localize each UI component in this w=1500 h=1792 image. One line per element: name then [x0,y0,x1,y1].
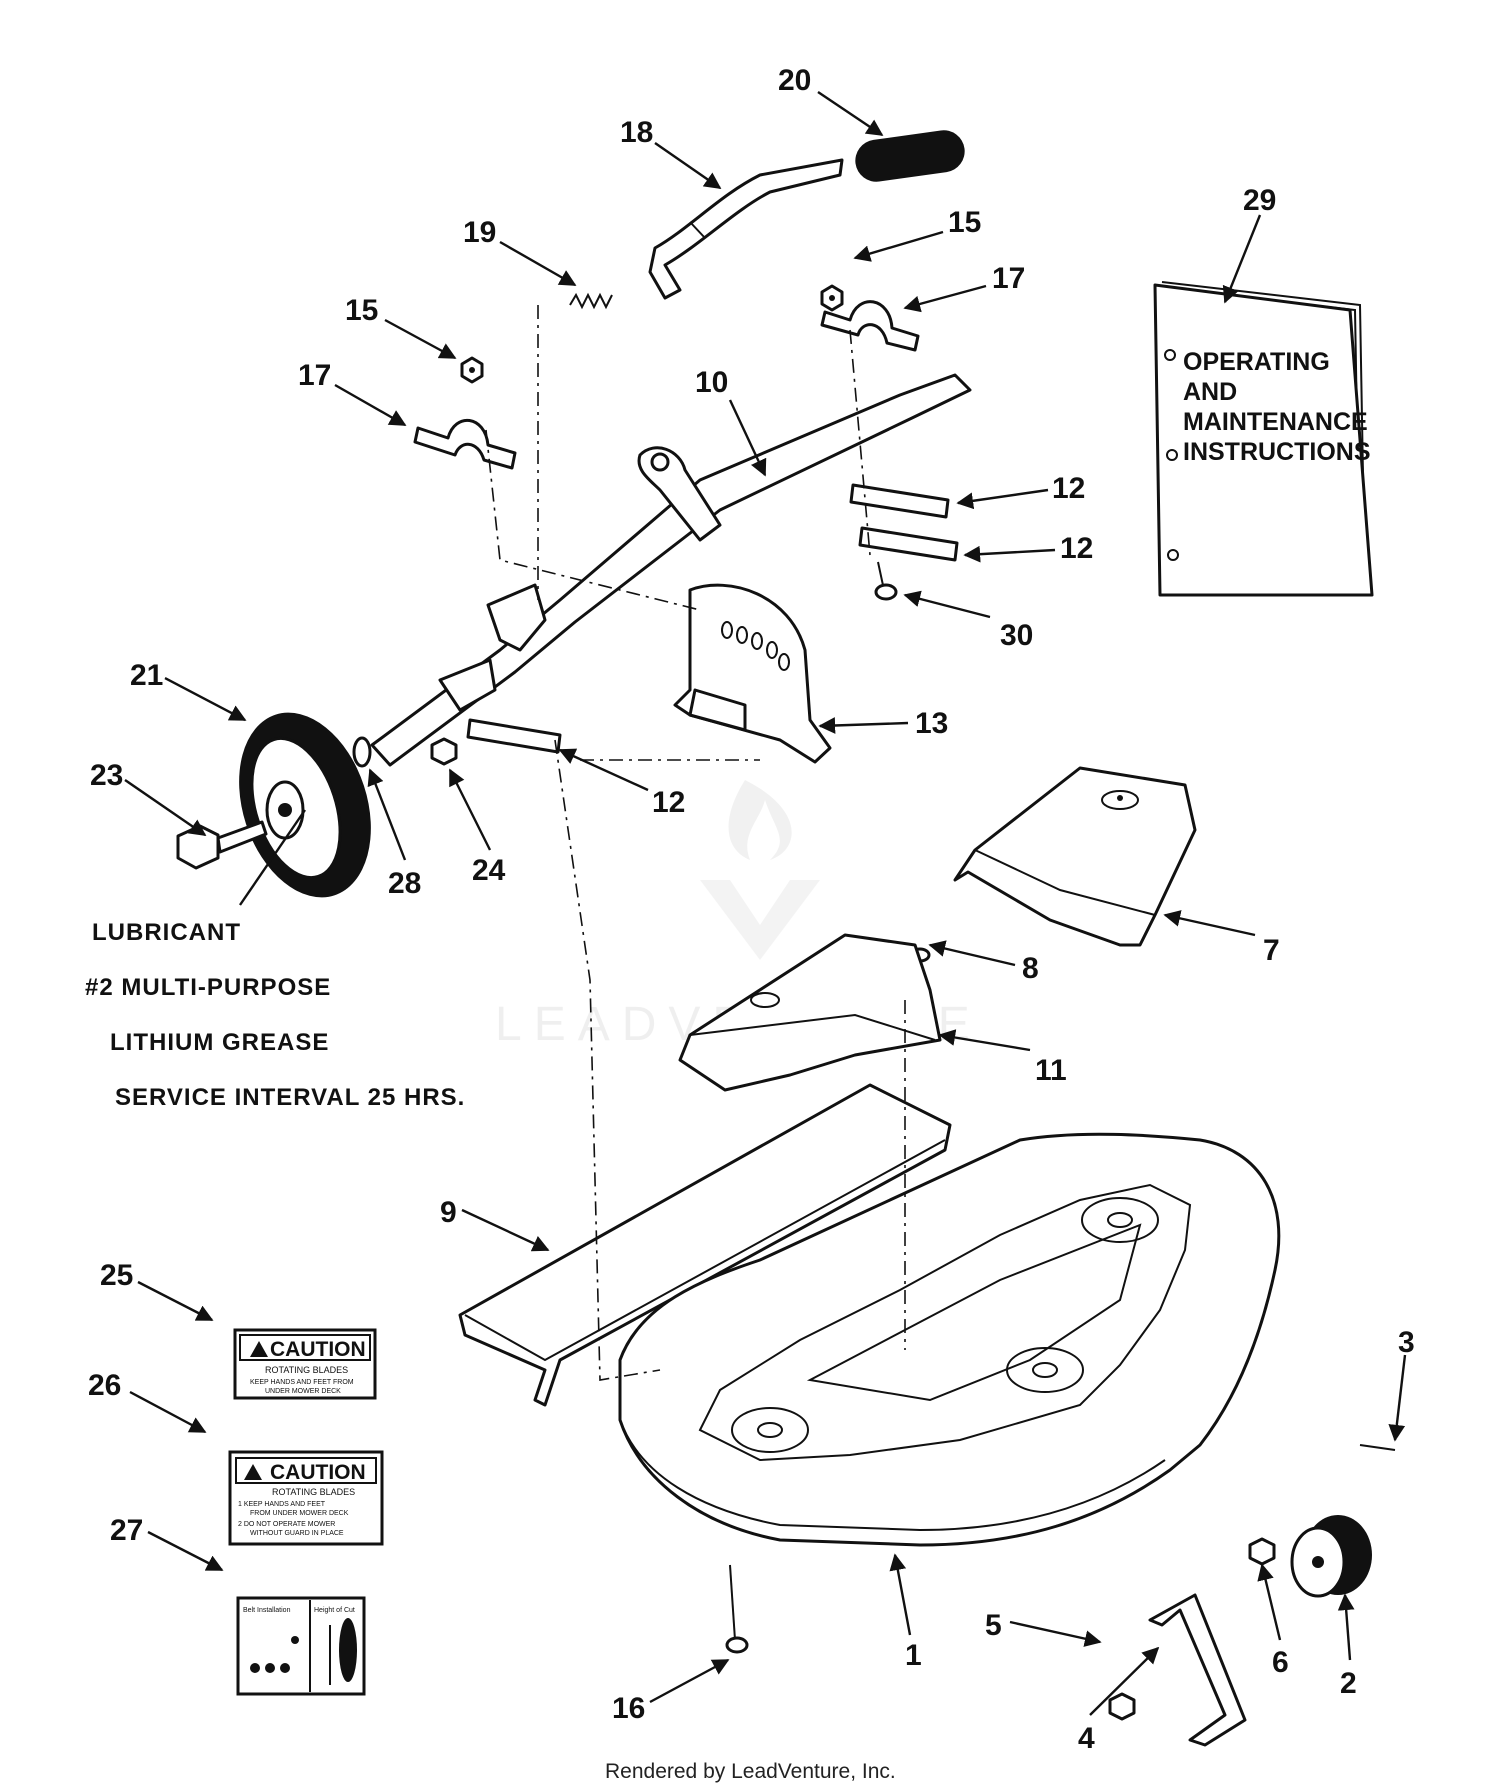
manual-line-1: OPERATING [1183,348,1330,376]
gauge-wheel-2 [1290,1515,1372,1598]
decal-27-left-label: Belt Installation [243,1607,291,1614]
bolt-30 [874,561,898,601]
lubricant-line-1: LUBRICANT [92,919,241,946]
callout-16: 16 [612,1692,645,1725]
nut-15-left [460,356,484,384]
decal-25-title: CAUTION [270,1338,366,1361]
callout-3: 3 [1398,1326,1415,1359]
clamp-17-left [413,419,517,470]
discharge-guard-9 [458,1083,952,1407]
plate-12-middle [858,526,959,562]
nut-6 [1248,1537,1276,1566]
mower-deck-1 [618,1132,1281,1547]
bolt-5 [1108,1692,1136,1721]
callout-6: 6 [1272,1646,1289,1679]
decal-26-subtitle: ROTATING BLADES [272,1487,355,1497]
manual-line-2: AND [1183,378,1237,406]
decal-27-right-label: Height of Cut [314,1607,355,1614]
manual-line-3: MAINTENANCE [1183,408,1368,436]
callout-27: 27 [110,1514,143,1547]
callout-15-right: 15 [948,206,981,239]
axle-bracket-4 [1148,1593,1247,1747]
callout-28: 28 [388,867,421,900]
callout-20: 20 [778,64,811,97]
nut-24 [430,737,458,766]
callout-12-upper: 12 [1052,472,1085,505]
callout-1: 1 [905,1639,922,1672]
callout-10: 10 [695,366,728,399]
lubricant-note: LUBRICANT #2 MULTI-PURPOSE LITHIUM GREAS… [85,809,465,1111]
callout-23: 23 [90,759,123,792]
screw-16 [725,1564,749,1654]
caution-decal-26: CAUTION ROTATING BLADES 1 KEEP HANDS AND… [228,1450,384,1546]
decal-25-line-2: UNDER MOWER DECK [265,1388,341,1395]
washer-28 [352,736,372,768]
belt-cover-11 [678,933,942,1092]
callout-29: 29 [1243,184,1276,217]
decal-26-line-2: FROM UNDER MOWER DECK [250,1510,349,1517]
height-bracket-13 [673,583,832,764]
callout-15-left: 15 [345,294,378,327]
callout-7: 7 [1263,934,1280,967]
callout-17-left: 17 [298,359,331,392]
callout-12-middle: 12 [1060,532,1093,565]
footer-credit: Rendered by LeadVenture, Inc. [605,1760,896,1783]
callout-5: 5 [985,1609,1002,1642]
lift-rod-10 [370,373,972,767]
callout-12-lower: 12 [652,786,685,819]
lubricant-line-4: SERVICE INTERVAL 25 HRS. [115,1084,465,1111]
decal-26-line-3: 2 DO NOT OPERATE MOWER [238,1521,335,1528]
decal-26-line-1: 1 KEEP HANDS AND FEET [238,1501,326,1508]
belt-cover-7 [953,766,1197,947]
nut-15-right [820,284,844,312]
lift-handle-18 [648,158,844,300]
callout-30: 30 [1000,619,1033,652]
decal-25-subtitle: ROTATING BLADES [265,1365,348,1375]
callout-11: 11 [1035,1054,1067,1087]
callout-24: 24 [472,854,506,887]
instruction-decal-27: Belt Installation Height of Cut [236,1596,366,1696]
callout-17-right: 17 [992,262,1025,295]
callout-4: 4 [1078,1722,1095,1755]
callout-labels: 20 18 19 15 17 15 17 10 12 12 30 13 12 2… [88,64,1415,1755]
decal-26-line-4: WITHOUT GUARD IN PLACE [250,1530,344,1537]
callout-9: 9 [440,1196,457,1229]
callout-19: 19 [463,216,496,249]
lubricant-line-3: LITHIUM GREASE [110,1029,329,1056]
lubricant-line-2: #2 MULTI-PURPOSE [85,974,331,1001]
caution-decal-25: CAUTION ROTATING BLADES KEEP HANDS AND F… [233,1328,377,1400]
clamp-17-right [820,300,920,352]
operating-manual-29: OPERATING AND MAINTENANCE INSTRUCTIONS [1153,281,1374,597]
callout-8: 8 [1022,952,1039,985]
plate-12-upper [849,483,950,519]
callout-18: 18 [620,116,653,149]
axle-bolt-23 [176,820,268,870]
handle-grip-20 [855,130,965,182]
wheel-21 [239,712,371,898]
callout-25: 25 [100,1259,133,1292]
callout-2: 2 [1340,1667,1357,1700]
decal-26-title: CAUTION [270,1461,366,1484]
callout-13: 13 [915,707,948,740]
cotter-pin-3 [1359,1444,1396,1451]
callout-arrows [124,91,1407,1716]
callout-26: 26 [88,1369,121,1402]
assembly-guide-lines [485,305,906,1381]
callout-21: 21 [130,659,163,692]
decal-25-line-1: KEEP HANDS AND FEET FROM [250,1379,354,1386]
spring-19 [569,292,613,310]
plate-12-lower [466,718,562,754]
manual-line-4: INSTRUCTIONS [1183,438,1371,466]
